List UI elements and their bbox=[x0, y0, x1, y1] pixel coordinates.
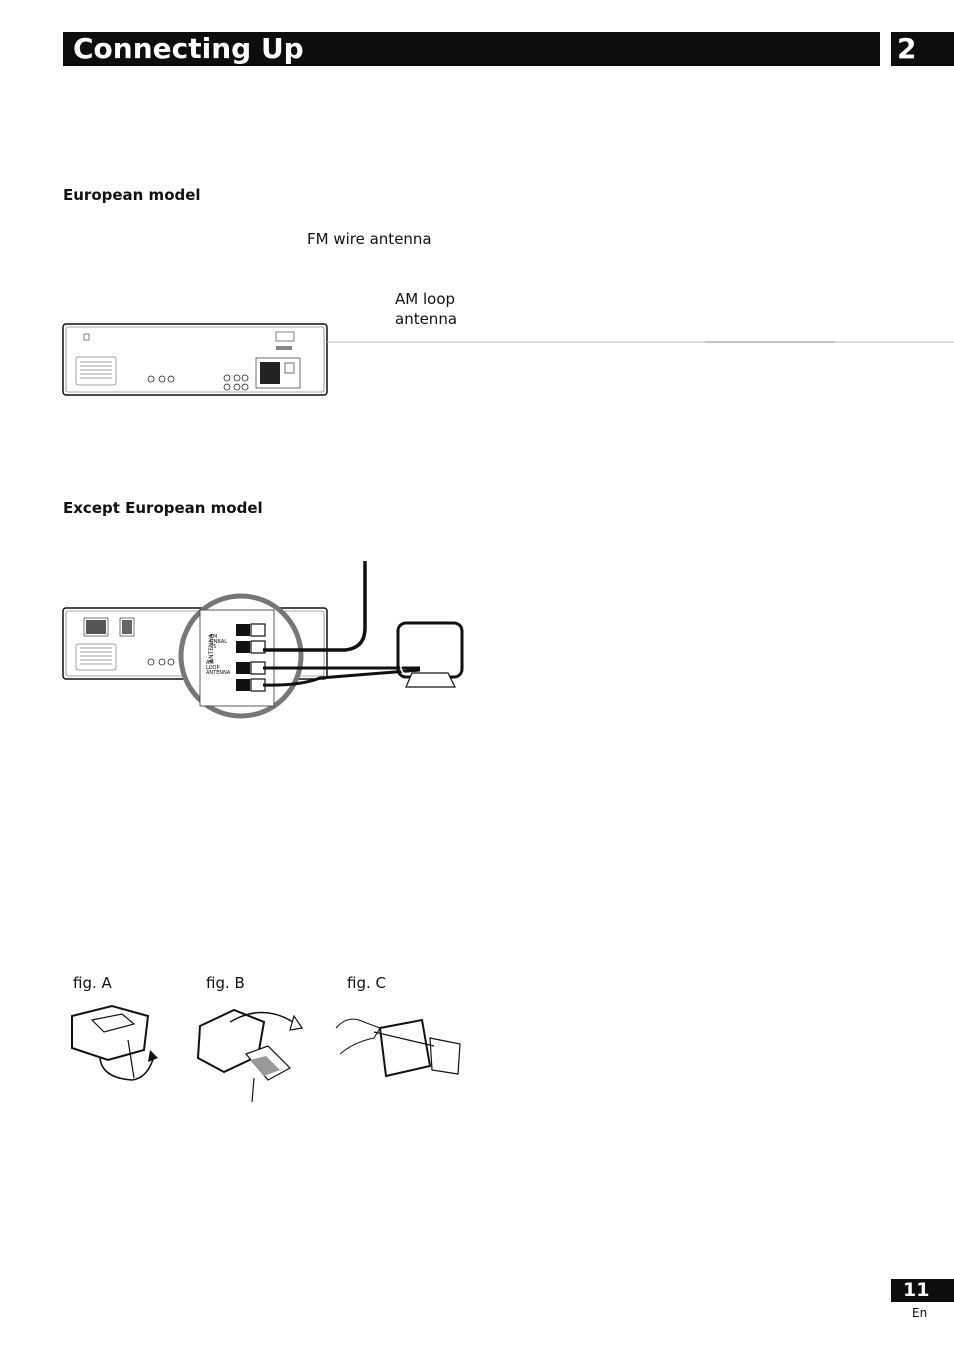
european-rear-panel-illustration bbox=[62, 323, 954, 396]
chapter-number: 2 bbox=[897, 32, 917, 65]
am-terminal-label: AM bbox=[206, 660, 214, 666]
except-european-rear-panel-illustration: ANTENNA FM UNBAL 75 AM LOOP ANTENNA bbox=[62, 561, 464, 719]
ohm-terminal-label: 75 bbox=[210, 644, 216, 650]
european-model-heading: European model bbox=[63, 186, 201, 204]
unbal-terminal-label: UNBAL bbox=[210, 639, 227, 645]
fm-wire-antenna-label: FM wire antenna bbox=[307, 230, 432, 248]
antenna-panel-label: ANTENNA bbox=[208, 633, 215, 663]
chapter-badge: 2 bbox=[891, 32, 954, 66]
fig-b-label: fig. B bbox=[206, 974, 245, 992]
loop-terminal-label: LOOP bbox=[206, 665, 220, 671]
fig-b-illustration bbox=[196, 1008, 304, 1103]
except-european-model-heading: Except European model bbox=[63, 499, 263, 517]
fm-terminal-label: FM bbox=[210, 634, 217, 640]
fig-a-illustration bbox=[71, 1004, 158, 1081]
page-number-badge: 11 bbox=[891, 1279, 954, 1302]
page-number: 11 bbox=[903, 1279, 930, 1301]
fig-a-label: fig. A bbox=[73, 974, 112, 992]
header-bar: Connecting Up bbox=[63, 32, 880, 66]
language-code: En bbox=[912, 1306, 928, 1320]
am-loop-antenna-label-line2: antenna bbox=[395, 310, 458, 328]
fig-c-illustration bbox=[335, 1018, 461, 1078]
page-title: Connecting Up bbox=[73, 32, 304, 65]
fig-c-label: fig. C bbox=[347, 974, 386, 992]
am-loop-antenna-label-line1: AM loop bbox=[395, 290, 456, 308]
am-antenna-terminal-label: ANTENNA bbox=[206, 670, 231, 676]
